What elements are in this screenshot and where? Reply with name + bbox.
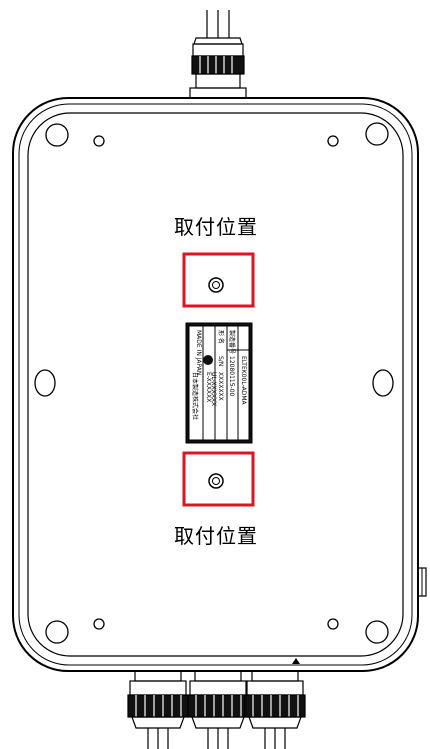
nameplate-line-10: 日本製造株式会社	[191, 372, 199, 420]
screw-bottom-left	[93, 618, 105, 630]
mounting-position-label-bottom: 取付位置	[174, 524, 258, 548]
screw-top-left	[93, 135, 105, 147]
nameplate-line-5: S/N	[217, 356, 224, 366]
screw-top-right	[327, 135, 339, 147]
mounting-position-label-top: 取付位置	[174, 215, 258, 239]
bottom-cable-gland-3	[244, 670, 306, 749]
nameplate-line-1: 形 名	[217, 330, 225, 344]
screw-bottom-right	[327, 618, 339, 630]
bottom-cable-gland-2	[187, 670, 249, 749]
side-holes	[34, 369, 394, 397]
nameplate: 形 名 ELTEK00L-ADMA 製造番号 12080115-00 S/N X…	[185, 322, 253, 444]
mounting-position-bottom	[182, 451, 255, 507]
nameplate-line-7: UL-XXXXXX	[210, 372, 217, 406]
mounting-position-top	[182, 252, 255, 308]
side-hole-left	[34, 369, 56, 397]
mount-hole-top-right	[365, 122, 389, 146]
highlight-box-bottom	[182, 451, 255, 507]
mount-hole-bottom-left	[45, 620, 69, 644]
bottom-cable-glands	[127, 658, 306, 749]
top-cable-gland	[189, 10, 247, 99]
nameplate-line-4: 12080115-00	[228, 356, 235, 397]
bottom-cable-gland-1	[127, 670, 189, 749]
nameplate-line-2: ELTEK00L-ADMA	[240, 356, 247, 406]
corner-holes	[45, 122, 389, 644]
highlight-box-top	[182, 252, 255, 308]
nameplate-line-6: XXXXXXX	[217, 372, 224, 401]
nameplate-line-8: E-XXXXXX	[205, 372, 212, 402]
side-hole-right	[372, 369, 394, 397]
mount-hole-bottom-right	[365, 620, 389, 644]
mount-hole-top-left	[45, 123, 69, 147]
nameplate-line-9: MADE IN JAPAN	[195, 330, 202, 375]
nameplate-line-3: 製造番号	[228, 330, 236, 354]
nameplate-logo	[203, 355, 213, 365]
